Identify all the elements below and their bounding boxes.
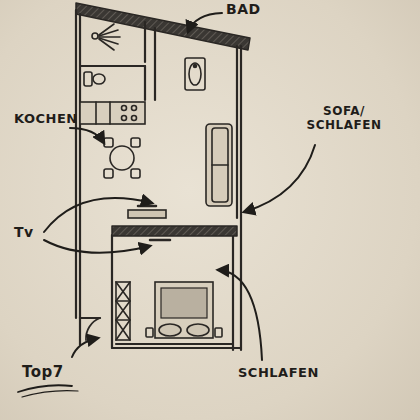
- room-label: BAD: [226, 1, 261, 17]
- room-label: SCHLAFEN: [238, 366, 319, 381]
- leader-lines: [18, 13, 315, 397]
- room-label: KOCHEN: [14, 112, 78, 127]
- room-label: Tv: [14, 224, 34, 240]
- furniture: [80, 24, 232, 340]
- room-label: SOFA/ SCHLAFEN: [298, 105, 390, 133]
- walls: [76, 3, 250, 350]
- room-label: Top7: [22, 364, 64, 381]
